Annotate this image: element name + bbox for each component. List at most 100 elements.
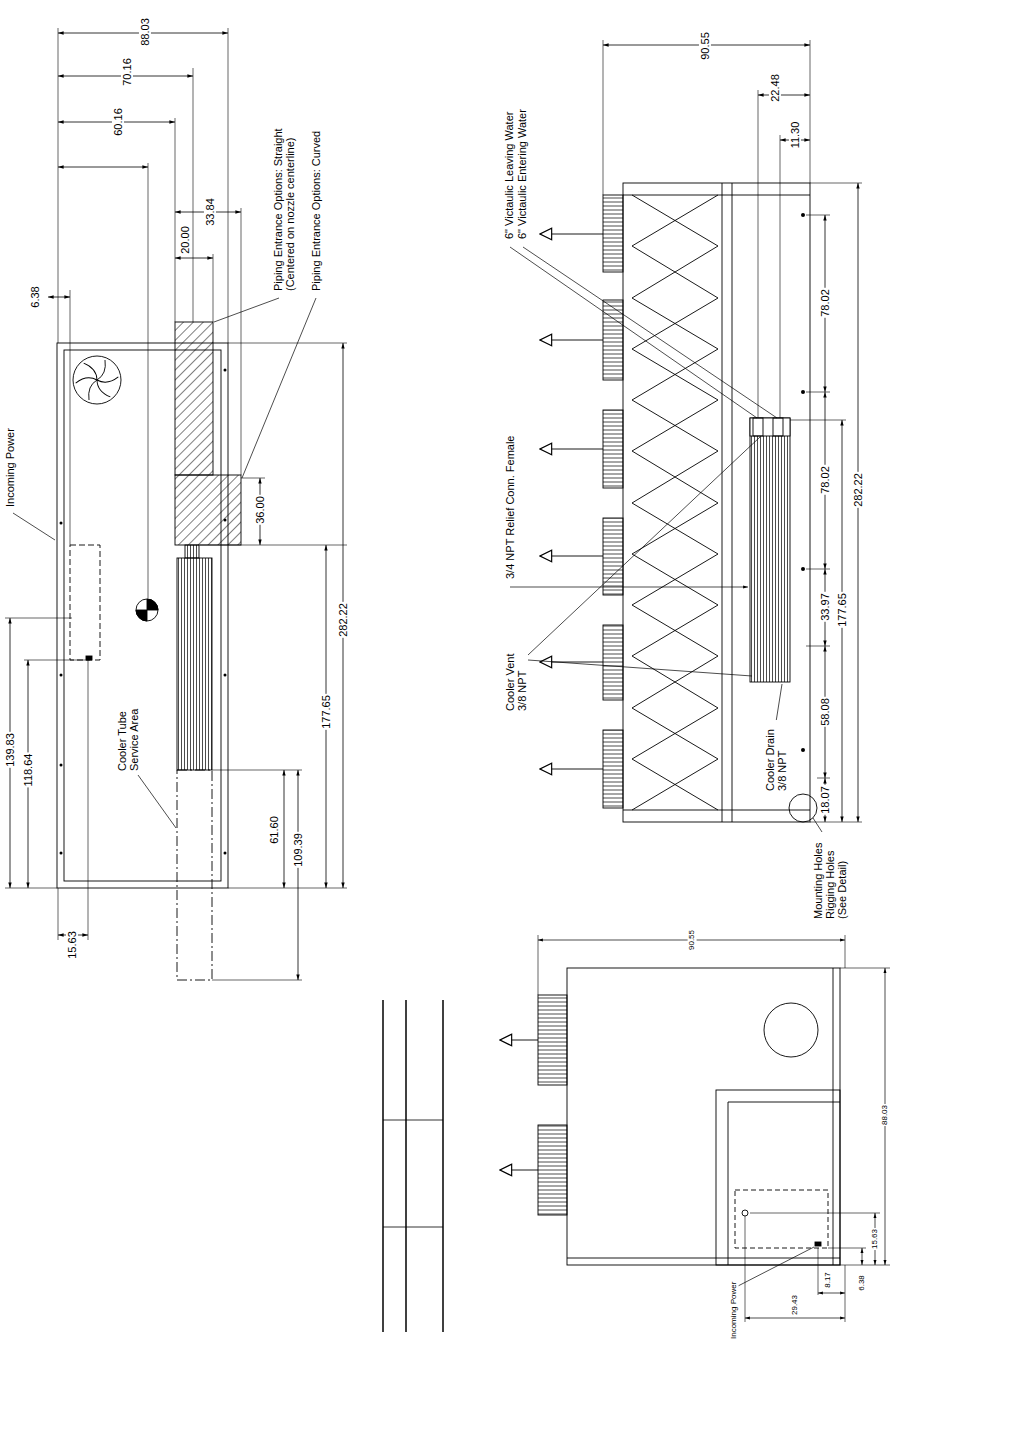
dimension-value: 22.48: [769, 73, 781, 103]
fan-blades: [76, 360, 119, 400]
frame-rail: [623, 195, 810, 196]
plan-dimension-lines: [10, 33, 343, 980]
callout-note: Cooler Vent 3/8 NPT: [504, 644, 528, 712]
end-dimension-lines: [538, 940, 885, 1318]
extension-line: [840, 968, 890, 969]
access-port: [764, 1003, 818, 1057]
hole: [60, 522, 63, 525]
hole: [801, 748, 805, 752]
fan-stack: [603, 625, 623, 700]
dimension-line: [48, 297, 70, 298]
airflow-arrow: [540, 340, 603, 341]
control-box: [735, 1190, 828, 1248]
hole: [224, 369, 227, 372]
water-nozzle: [753, 418, 763, 436]
fan-stack: [603, 410, 623, 488]
cooler-head: [750, 418, 790, 436]
table-rule: [383, 1227, 443, 1228]
airflow-arrow: [540, 449, 603, 450]
extension-line: [758, 90, 759, 418]
dimension-value: 61.60: [268, 815, 280, 845]
airflow-arrows: [540, 234, 603, 769]
callout-note: Piping Entrance Options: Straight (Cente…: [272, 105, 296, 292]
extension-line: [24, 660, 90, 661]
extension-line: [806, 646, 830, 647]
plan-view: [57, 322, 241, 980]
frame-rail: [732, 183, 733, 822]
nozzle: [185, 545, 199, 558]
airflow-arrow: [500, 1170, 538, 1171]
extension-line: [806, 392, 830, 393]
table-rule: [405, 1000, 407, 1332]
dimension-value: 33.97: [819, 592, 831, 622]
extension-line: [58, 888, 59, 940]
frame-rail: [722, 183, 723, 822]
table-rule: [442, 1000, 444, 1332]
dimension-value: 109.39: [292, 832, 304, 868]
dimension-value: 6.38: [858, 1274, 867, 1292]
title-table: [383, 1000, 443, 1332]
extension-line: [212, 980, 302, 981]
dimension-value: 20.00: [179, 225, 191, 255]
dimension-value: 90.55: [699, 31, 711, 61]
control-box: [70, 545, 100, 660]
dimension-value: 15.63: [871, 1228, 880, 1250]
hole: [224, 852, 227, 855]
extension-line: [228, 888, 347, 889]
dimension-line: [758, 95, 810, 96]
elevation-extension-lines: [603, 40, 862, 822]
extension-line: [193, 68, 194, 322]
water-nozzle: [773, 418, 783, 436]
extension-line: [5, 888, 57, 889]
extension-line: [148, 163, 149, 598]
extension-line: [845, 1265, 846, 1322]
dimension-line: [284, 770, 285, 888]
dimension-value: 90.55: [688, 929, 697, 951]
extension-line: [212, 770, 302, 771]
extension-line: [806, 215, 830, 216]
end-extension-lines: [538, 935, 890, 1322]
plan-leaders: [13, 298, 316, 828]
dimension-line: [745, 1318, 845, 1319]
dimension-value: 88.03: [881, 1104, 890, 1126]
extension-line: [70, 290, 71, 545]
dimension-line: [818, 1293, 845, 1294]
power-entry: [815, 1242, 821, 1246]
unit-outline: [567, 968, 840, 1265]
extension-line: [840, 1265, 890, 1266]
leader-line: [528, 660, 752, 676]
dimension-line: [175, 258, 213, 259]
extension-line: [538, 935, 539, 995]
dimension-value: 118.64: [22, 753, 34, 788]
extension-line: [88, 660, 89, 940]
extension-line: [810, 183, 862, 184]
dimension-value: 6.38: [29, 285, 41, 308]
power-knockout: [742, 1210, 748, 1216]
extension-line: [5, 618, 72, 619]
airflow-arrow: [540, 556, 603, 557]
fan-stack: [538, 995, 567, 1085]
hole: [801, 213, 805, 217]
extension-line: [175, 118, 176, 322]
end-view: [500, 968, 840, 1265]
hole: [60, 852, 63, 855]
leader-line: [510, 247, 757, 418]
elevation-dimension-lines: [603, 45, 858, 822]
mounting-holes: [801, 213, 805, 752]
extension-line: [806, 569, 830, 570]
elevation-leaders: [510, 247, 822, 832]
callout-note: Incoming Power: [730, 1281, 739, 1340]
leader-line: [138, 775, 176, 828]
frame-rail: [833, 968, 834, 1265]
hole: [224, 519, 227, 522]
fan-stack: [603, 730, 623, 808]
cog-quadrant: [147, 599, 158, 610]
detail-circle: [789, 794, 817, 822]
fan-stack: [538, 1125, 567, 1215]
extension-line: [745, 1216, 746, 1322]
fan-ring: [73, 356, 121, 404]
extension-line: [200, 545, 347, 546]
callout-note: 6" Victaulic Leaving Water: [503, 111, 515, 240]
fan-blade: [76, 373, 97, 390]
dimension-value: 78.02: [819, 288, 831, 318]
